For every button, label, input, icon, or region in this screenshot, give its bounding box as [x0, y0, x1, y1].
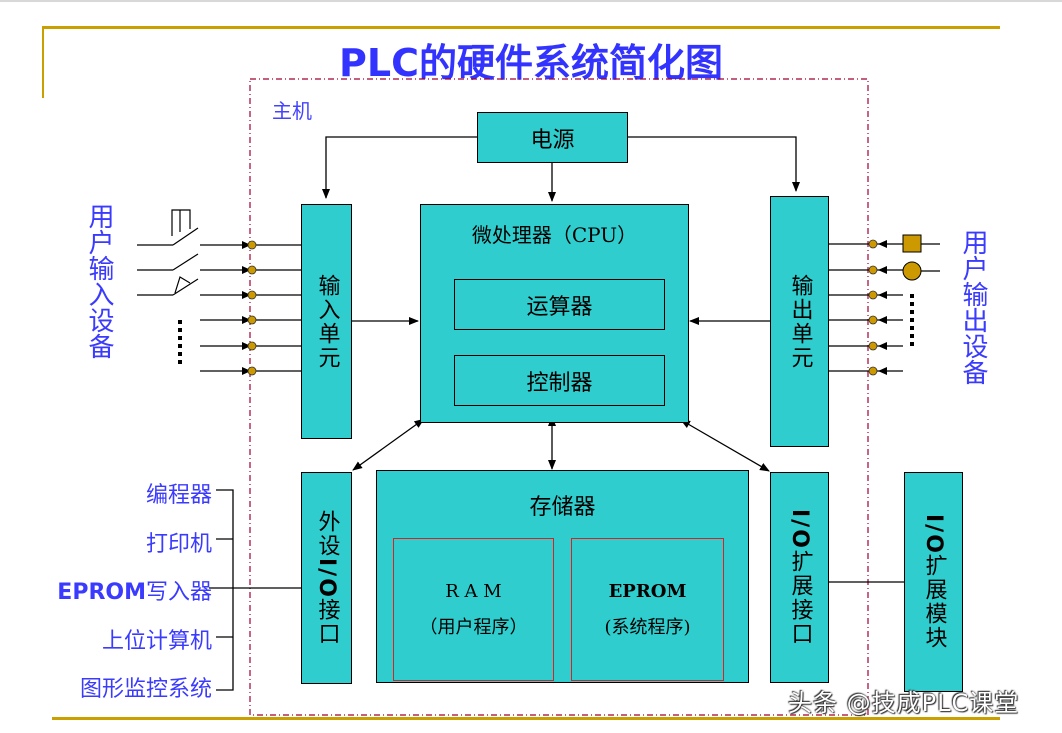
- peripheral-bracket: [209, 489, 302, 691]
- input-terminal: [247, 265, 257, 275]
- peripheral-programmer: 编程器: [145, 483, 212, 508]
- io-expansion-interface-label-io: I/O: [787, 509, 812, 550]
- peripheral-host-computer: 上位计算机: [101, 629, 212, 654]
- input-arrow-icon: [242, 342, 251, 350]
- power-supply-box: 电源: [477, 112, 628, 163]
- controller-label: 控制器: [526, 370, 593, 396]
- footer-rule: [250, 717, 1000, 720]
- peripheral-io-label-prefix: 外设: [314, 509, 340, 558]
- ram-desc: （用户程序）: [419, 616, 528, 638]
- top-border: [0, 0, 1062, 2]
- input-terminal: [247, 315, 257, 325]
- output-arrow-icon: [878, 342, 887, 350]
- input-arrow-icon: [242, 367, 251, 375]
- input-arrow-icon: [242, 266, 251, 274]
- peripheral-eprom-writer: EPROM写入器: [12, 574, 212, 606]
- peripheral-io-label-suffix: 接口: [314, 598, 340, 647]
- peripheral-printer: 打印机: [145, 532, 212, 557]
- power-wires: [322, 136, 800, 202]
- user-output-devices-label: 用户输出设备: [958, 229, 988, 385]
- ram-box: R A M （用户程序）: [393, 538, 554, 681]
- eprom-desc: (系统程序): [604, 616, 691, 638]
- input-switches: [137, 209, 245, 372]
- output-terminal: [868, 315, 878, 325]
- input-dots: [178, 320, 182, 364]
- eprom-writer-suffix: 写入器: [145, 580, 212, 605]
- cpu-peripheral-io-bus: [352, 418, 425, 471]
- output-terminal: [868, 290, 878, 300]
- output-terminal: [868, 265, 878, 275]
- input-arrow-icon: [242, 241, 251, 249]
- output-terminal: [868, 341, 878, 351]
- input-terminal: [247, 240, 257, 250]
- memory-label: 存储器: [529, 495, 596, 520]
- eprom-box: EPROM (系统程序): [571, 538, 724, 681]
- memory-box: 存储器 R A M （用户程序） EPROM (系统程序): [376, 470, 749, 683]
- io-expansion-module-label: 扩展模块: [921, 554, 947, 651]
- cpu-box: 微处理器（CPU） 运算器 控制器: [420, 204, 689, 423]
- output-loads: [902, 234, 940, 346]
- input-terminals: [242, 240, 301, 376]
- output-arrow-icon: [878, 291, 887, 299]
- input-terminal: [247, 341, 257, 351]
- io-expansion-interface-label: 扩展接口: [787, 549, 813, 646]
- host-label: 主机: [272, 99, 312, 123]
- output-arrow-icon: [878, 266, 887, 274]
- ram-name: R A M: [445, 580, 502, 602]
- output-terminals: [829, 239, 903, 376]
- input-terminal: [247, 366, 257, 376]
- input-unit-label: 输入单元: [314, 273, 340, 370]
- output-unit-label: 输出单元: [787, 273, 813, 370]
- cpu-label: 微处理器（CPU）: [471, 223, 638, 247]
- title-rule-left: [42, 26, 44, 98]
- alu-box: 运算器: [454, 279, 665, 330]
- output-load-relay: [902, 234, 922, 253]
- alu-label: 运算器: [526, 294, 593, 320]
- eprom-name: EPROM: [608, 580, 687, 602]
- output-load-lamp: [902, 261, 922, 281]
- peripheral-io-interface-box: 外设 I/O 接口: [301, 472, 352, 684]
- output-arrow-icon: [878, 316, 887, 324]
- io-expansion-interface-box: I/O 扩展接口: [770, 472, 829, 683]
- peripheral-graphic-monitor: 图形监控系统: [79, 677, 212, 702]
- controller-box: 控制器: [454, 355, 665, 406]
- title-rule-top: [42, 26, 1000, 29]
- input-unit-box: 输入单元: [301, 204, 352, 439]
- io-expansion-module-label-io: I/O: [921, 513, 946, 555]
- output-arrow-icon: [878, 240, 887, 248]
- output-terminal: [868, 239, 878, 249]
- cpu-io-expansion-bus: [680, 419, 770, 472]
- input-arrow-icon: [242, 316, 251, 324]
- user-input-devices-label: 用户输入设备: [84, 203, 114, 359]
- host-boundary: [249, 78, 869, 716]
- output-unit-box: 输出单元: [770, 196, 829, 447]
- page-title: PLC的硬件系统简化图: [339, 41, 723, 85]
- output-arrow-icon: [878, 367, 887, 375]
- footer-rule-left: [52, 717, 270, 720]
- input-arrow-icon: [242, 291, 251, 299]
- eprom-writer-prefix: EPROM: [57, 580, 146, 605]
- power-supply-label: 电源: [530, 127, 575, 153]
- output-terminal: [868, 366, 878, 376]
- io-expansion-module-box: I/O 扩展模块: [904, 472, 963, 692]
- input-terminal: [247, 290, 257, 300]
- watermark: 头条 @技成PLC课堂: [788, 689, 1020, 717]
- peripheral-io-label-io: I/O: [314, 557, 339, 599]
